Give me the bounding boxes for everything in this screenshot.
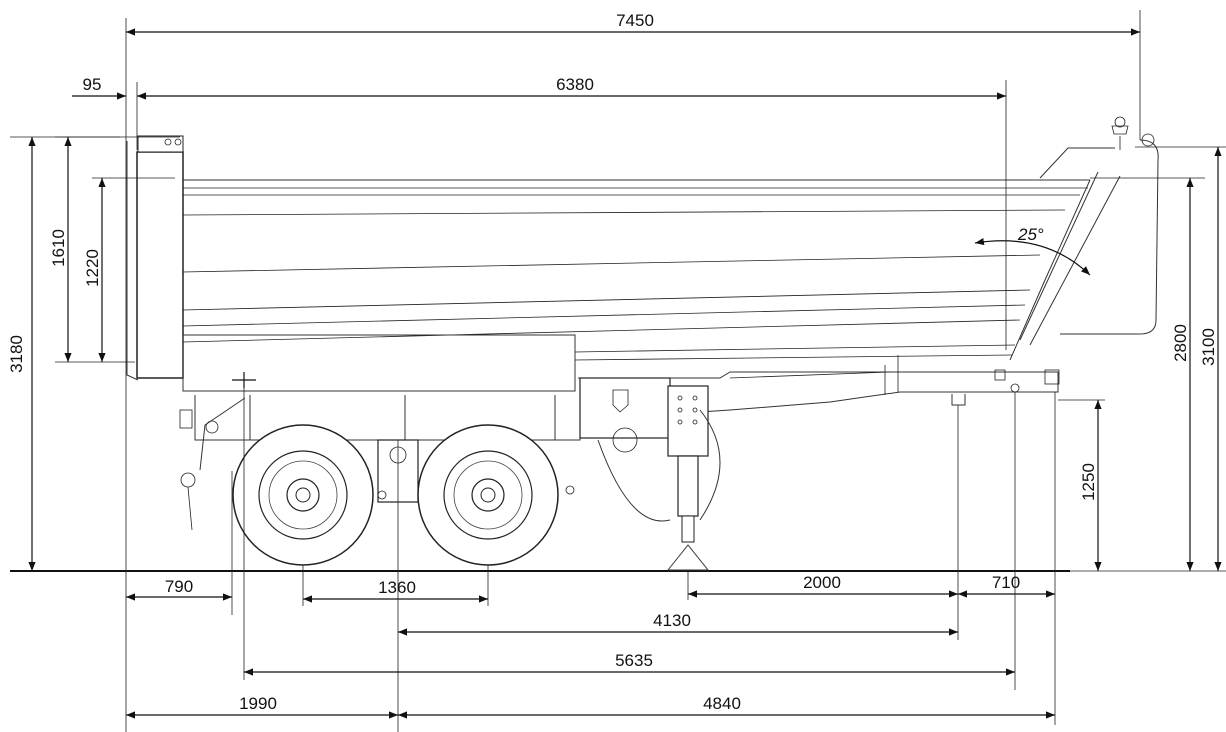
tipping-angle-arc [974,238,1091,276]
dim-side-height: 1220 [83,249,102,287]
dim-kingpin-to-end: 710 [992,573,1020,592]
dim-axle-spacing: 1360 [378,578,416,597]
dim-axle-center-to-front: 4840 [703,694,741,713]
tipper-body [182,116,1159,392]
dim-body-top-height: 2800 [1171,324,1190,362]
dim-front-offset: 95 [83,75,102,94]
dimension-lines [28,28,1222,719]
dim-landing-gear-to-kingpin: 2000 [803,573,841,592]
dim-rear-to-axle-center: 1990 [239,694,277,713]
dim-axle-center-to-landing-gear: 4130 [653,611,691,630]
dim-overall-length: 7450 [616,11,654,30]
tipper-trailer: 25° [126,116,1159,571]
extension-lines [10,10,1226,732]
wheel-rear [417,424,559,566]
dim-front-wall-height: 1610 [49,229,68,267]
dim-tailgate-height: 3100 [1199,328,1218,366]
front-wall [136,151,184,379]
tipping-angle-label: 25° [1017,225,1044,244]
dim-rear-to-kingpin: 5635 [615,651,653,670]
wheel-front [232,424,374,566]
dim-body-length: 6380 [556,75,594,94]
center-of-gravity-mark [232,372,256,388]
dimension-labels: 7450 6380 95 3180 1610 1220 2800 3100 12… [7,11,1218,713]
chassis [179,355,1060,571]
dim-total-height: 3180 [7,335,26,373]
dim-front-to-first-axle: 790 [165,577,193,596]
dim-coupling-height: 1250 [1079,463,1098,501]
